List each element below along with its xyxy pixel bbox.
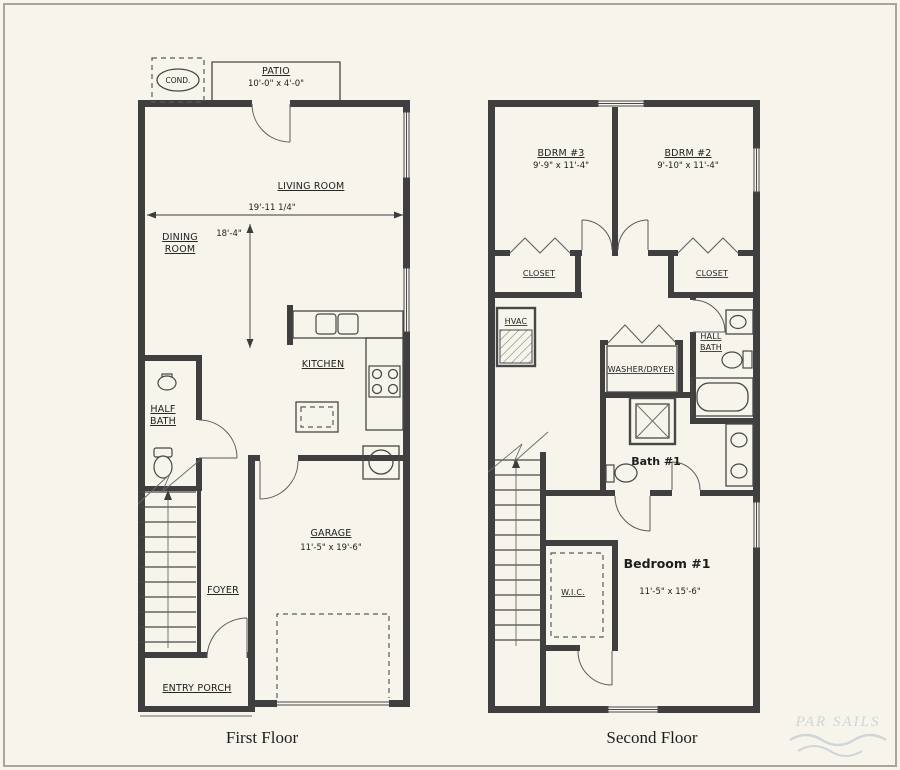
door-swing xyxy=(198,103,299,659)
hvac-closet xyxy=(495,306,537,368)
living-room-label: LIVING ROOM xyxy=(278,181,345,192)
garage-dim: 11'-5" x 19'-6" xyxy=(300,543,362,553)
garage-door-dashed xyxy=(276,613,390,698)
first-floor-plan: COND. 19'-11 1/4" 18'-4" xyxy=(137,57,410,747)
dining-room-label: ROOM xyxy=(165,244,196,255)
second-floor-caption: Second Floor xyxy=(606,728,697,747)
bdrm2-dim: 9'-10" x 11'-4" xyxy=(657,161,719,171)
first-floor-walls xyxy=(138,100,410,712)
second-floor-walls xyxy=(488,100,760,713)
garage-label: GARAGE xyxy=(311,528,352,539)
window xyxy=(597,100,760,713)
bedroom1-label: Bedroom #1 xyxy=(624,556,711,571)
hvac-label: HVAC xyxy=(505,317,528,326)
width-dimension: 19'-11 1/4" xyxy=(248,203,295,213)
bedroom1-dim: 11'-5" x 15'-6" xyxy=(639,587,701,597)
kitchen-counter xyxy=(292,310,404,431)
stairs-second-floor xyxy=(487,431,549,646)
tub-fixture xyxy=(691,377,754,417)
shower-fixture xyxy=(628,396,677,446)
depth-dimension: 18'-4" xyxy=(216,229,242,239)
bifold-door xyxy=(509,237,739,344)
dining-room-label: DINING xyxy=(162,232,198,243)
dimension-lines: 19'-11 1/4" 18'-4" xyxy=(147,203,403,348)
washer-dryer-closet xyxy=(606,345,678,393)
hall-bath-label: BATH xyxy=(700,343,722,352)
kitchen-island xyxy=(295,401,339,433)
patio-label: PATIO xyxy=(262,66,290,77)
toilet-fixture xyxy=(153,447,173,479)
half-bath-label: HALF xyxy=(150,404,175,415)
patio-dim: 10'-0" x 4'-0" xyxy=(248,79,304,89)
first-floor-caption: First Floor xyxy=(226,728,299,747)
patio-outline xyxy=(211,61,341,100)
wic-shelving xyxy=(550,552,604,638)
closet-label: CLOSET xyxy=(523,269,555,278)
toilet-fixture xyxy=(605,463,638,483)
stairs-first-floor xyxy=(137,459,201,648)
kitchen-sink-fixture xyxy=(315,313,337,335)
bath1-label: Bath #1 xyxy=(631,455,681,468)
cond-unit: COND. xyxy=(151,57,205,103)
wic-label: W.I.C. xyxy=(561,588,585,597)
vanity-sinks-fixture xyxy=(725,423,754,487)
water-heater-fixture xyxy=(362,445,400,480)
bdrm3-label: BDRM #3 xyxy=(537,148,584,159)
foyer-label: FOYER xyxy=(207,585,239,596)
kitchen-label: KITCHEN xyxy=(302,359,345,370)
window xyxy=(277,111,410,706)
kitchen-sink-fixture xyxy=(337,313,359,335)
half-bath-label: BATH xyxy=(150,416,176,427)
watermark-logo: PAR SAILS xyxy=(789,714,887,757)
door-swing xyxy=(577,219,726,686)
washer-dryer-label: WASHER/DRYER xyxy=(608,365,675,374)
plan-border-frame xyxy=(3,3,897,767)
sink-fixture xyxy=(725,309,754,335)
hall-bath-label: HALL xyxy=(700,332,722,341)
entry-porch-label: ENTRY PORCH xyxy=(162,683,231,694)
toilet-fixture xyxy=(721,350,753,369)
cond-label: COND. xyxy=(166,76,191,85)
stove-fixture xyxy=(368,365,401,398)
closet-label: CLOSET xyxy=(696,269,728,278)
sink-fixture xyxy=(157,373,177,391)
bdrm3-dim: 9'-9" x 11'-4" xyxy=(533,161,589,171)
watermark-text: PAR SAILS xyxy=(795,714,881,730)
second-floor-plan: BDRM #3 9'-9" x 11'-4" BDRM #2 9'-10" x … xyxy=(487,100,760,747)
bdrm2-label: BDRM #2 xyxy=(664,148,711,159)
